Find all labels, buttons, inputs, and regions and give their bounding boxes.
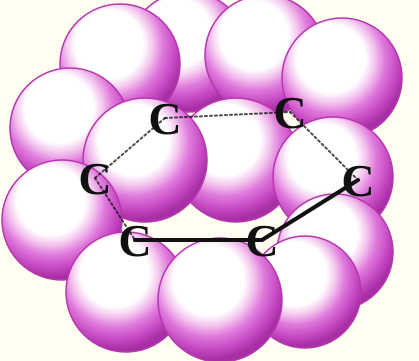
atom-label-c1: C xyxy=(148,93,181,144)
atom-label-c4: C xyxy=(341,155,374,206)
atom-label-c3: C xyxy=(78,153,111,204)
atom-label-c2: C xyxy=(273,87,306,138)
atom-label-c6: C xyxy=(245,215,278,266)
atom-label-c5: C xyxy=(118,215,151,266)
